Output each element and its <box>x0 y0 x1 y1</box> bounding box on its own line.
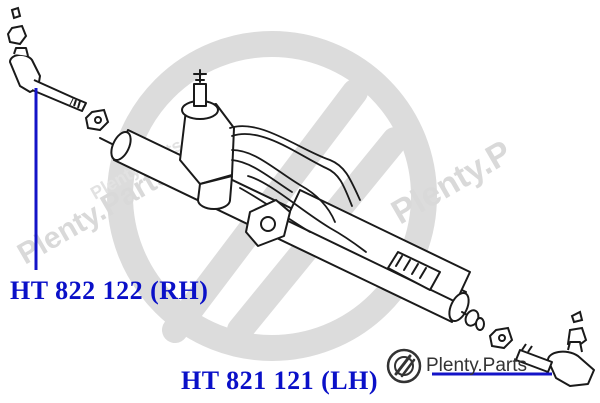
nuts <box>6 6 588 350</box>
watermark-brand-text: Plenty.Parts <box>426 355 528 376</box>
rack-end-left <box>110 130 132 162</box>
watermark-brand: Plenty.Parts <box>386 348 527 384</box>
plenty-parts-logo-icon <box>386 348 422 384</box>
rack-assembly <box>99 69 485 331</box>
nut-top-left <box>6 6 28 46</box>
nut-left-washer <box>84 108 110 132</box>
leader-lines <box>34 88 552 376</box>
bellows <box>387 251 441 291</box>
pinion-valve <box>179 69 235 210</box>
nut-right-washer <box>488 326 514 350</box>
tie-rod-end-lh <box>515 341 595 387</box>
nut-bottom-right <box>566 310 588 348</box>
hydraulic-lines <box>229 125 367 253</box>
part-number-rh-label: HT 822 122 (RH) <box>10 276 209 305</box>
inner-rod-left <box>99 137 113 145</box>
tie-rod-end-rh <box>9 47 87 112</box>
part-number-lh-label: HT 821 121 (LH) <box>181 366 378 395</box>
